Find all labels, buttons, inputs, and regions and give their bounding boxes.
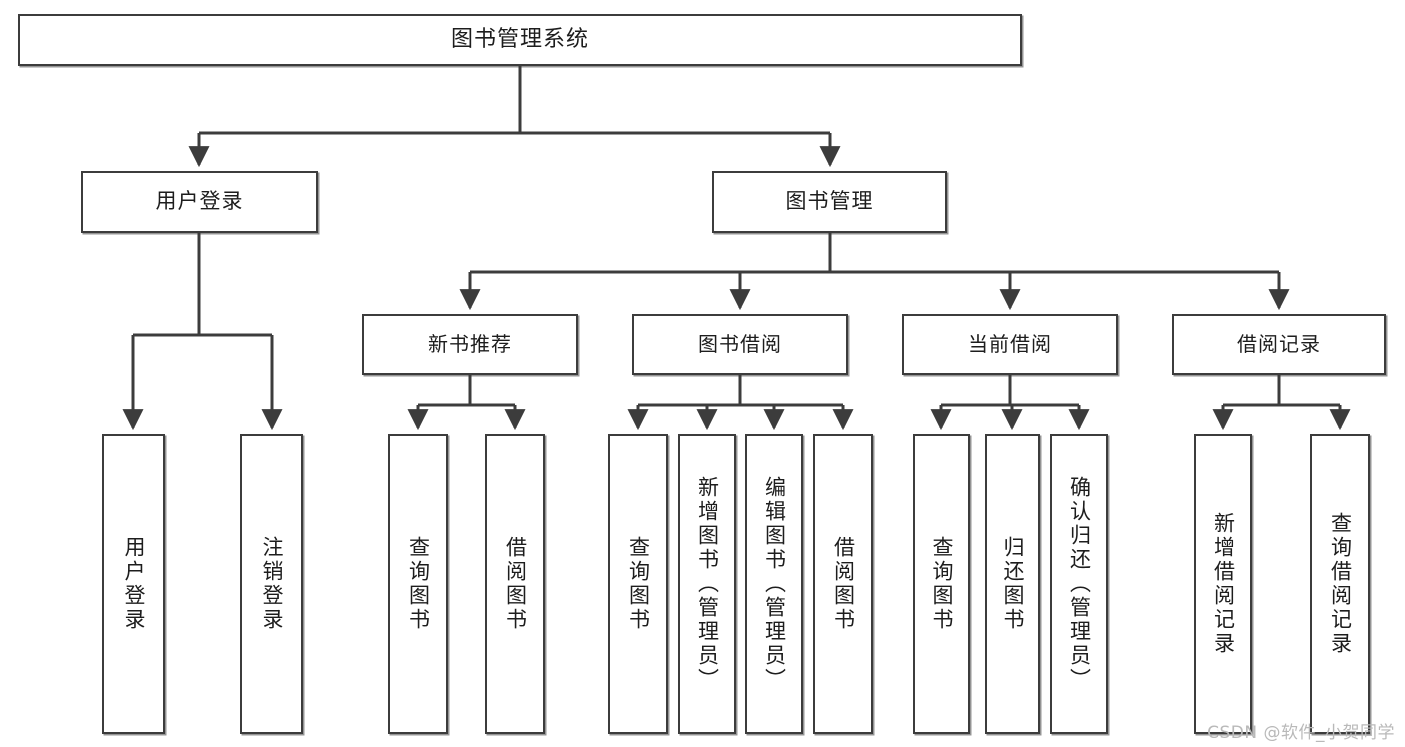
node-leaf-query-book-3-label: 查询图书: [930, 536, 954, 632]
node-leaf-edit-book[interactable]: 编辑图书（管理员）: [745, 434, 803, 734]
node-leaf-query-book-1[interactable]: 查询图书: [388, 434, 448, 734]
node-leaf-borrow-book-1-label: 借阅图书: [503, 536, 528, 632]
node-new-book-recommend-label: 新书推荐: [428, 332, 512, 357]
node-leaf-return-book[interactable]: 归还图书: [985, 434, 1040, 734]
node-leaf-query-record[interactable]: 查询借阅记录: [1310, 434, 1370, 734]
node-leaf-confirm-return-label: 确认归还（管理员）: [1067, 476, 1092, 692]
node-leaf-borrow-book-2[interactable]: 借阅图书: [813, 434, 873, 734]
node-current-borrow-label: 当前借阅: [968, 332, 1052, 357]
node-leaf-user-login-label: 用户登录: [122, 536, 146, 632]
node-leaf-add-record-label: 新增借阅记录: [1211, 512, 1236, 656]
node-book-manage[interactable]: 图书管理: [712, 171, 947, 233]
node-borrow-record-label: 借阅记录: [1237, 332, 1321, 357]
node-leaf-confirm-return[interactable]: 确认归还（管理员）: [1050, 434, 1108, 734]
node-current-borrow[interactable]: 当前借阅: [902, 314, 1118, 375]
node-leaf-query-book-1-label: 查询图书: [406, 536, 431, 632]
node-leaf-add-record[interactable]: 新增借阅记录: [1194, 434, 1252, 734]
node-book-manage-label: 图书管理: [785, 189, 874, 214]
node-leaf-return-book-label: 归还图书: [1001, 536, 1025, 632]
node-leaf-user-logout[interactable]: 注销登录: [240, 434, 303, 734]
node-leaf-borrow-book-2-label: 借阅图书: [831, 536, 856, 632]
node-leaf-user-logout-label: 注销登录: [260, 536, 284, 632]
node-user-login[interactable]: 用户登录: [81, 171, 318, 233]
node-root-label: 图书管理系统: [450, 26, 589, 52]
node-user-login-label: 用户登录: [155, 189, 244, 214]
node-leaf-query-book-2[interactable]: 查询图书: [608, 434, 668, 734]
node-root[interactable]: 图书管理系统: [18, 14, 1022, 66]
node-leaf-add-book[interactable]: 新增图书（管理员）: [678, 434, 736, 734]
node-leaf-query-book-2-label: 查询图书: [626, 536, 651, 632]
node-leaf-edit-book-label: 编辑图书（管理员）: [762, 476, 787, 692]
node-borrow-record[interactable]: 借阅记录: [1172, 314, 1386, 375]
node-leaf-query-record-label: 查询借阅记录: [1328, 512, 1353, 656]
node-new-book-recommend[interactable]: 新书推荐: [362, 314, 578, 375]
node-leaf-query-book-3[interactable]: 查询图书: [913, 434, 970, 734]
node-leaf-add-book-label: 新增图书（管理员）: [695, 476, 720, 692]
node-leaf-user-login[interactable]: 用户登录: [102, 434, 165, 734]
node-leaf-borrow-book-1[interactable]: 借阅图书: [485, 434, 545, 734]
node-book-borrow[interactable]: 图书借阅: [632, 314, 848, 375]
node-book-borrow-label: 图书借阅: [698, 332, 782, 357]
